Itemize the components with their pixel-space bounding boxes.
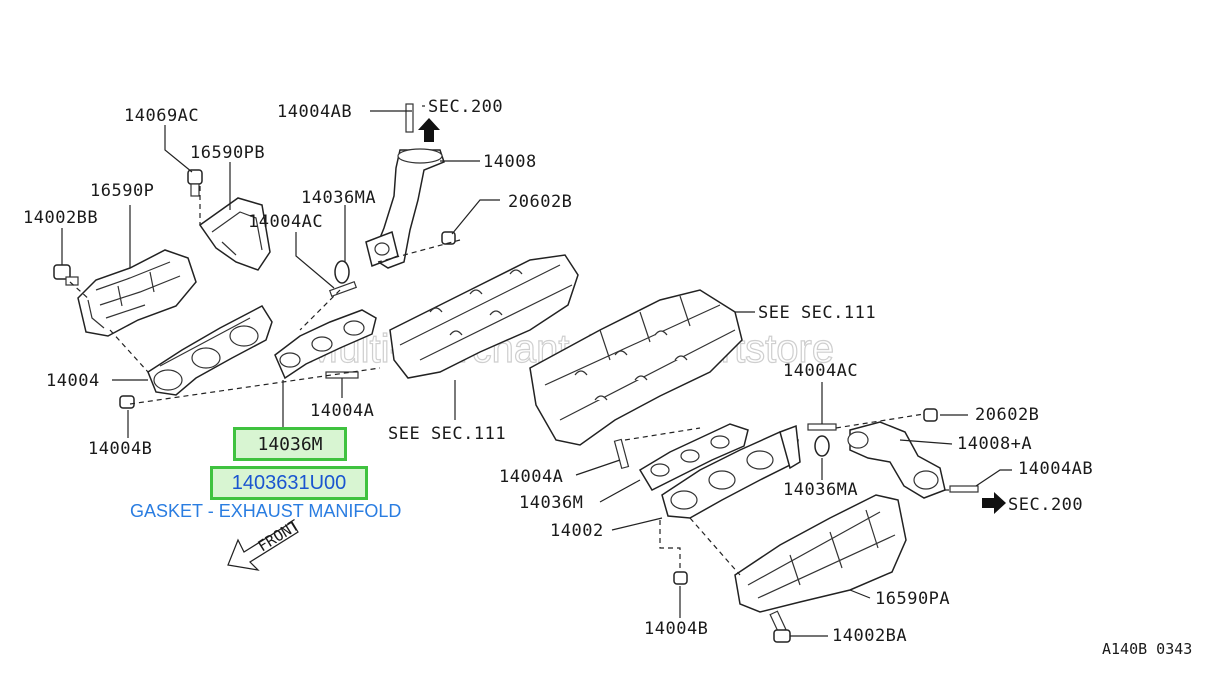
- stud-14004a-right[interactable]: [613, 438, 630, 470]
- label-14004ac-right[interactable]: 14004AC: [783, 361, 858, 381]
- label-14004b-left[interactable]: 14004B: [88, 439, 152, 459]
- label-20602b-top[interactable]: 20602B: [508, 192, 572, 212]
- front-direction-arrow: FRONT: [227, 516, 303, 571]
- exhaust-gasket-left[interactable]: [274, 309, 377, 380]
- stud-14004ac-right[interactable]: [807, 423, 837, 431]
- label-sec200-right[interactable]: SEC.200: [1008, 495, 1083, 515]
- label-14036m-right[interactable]: 14036M: [519, 493, 583, 513]
- arrow-sec200-top: [418, 118, 440, 142]
- label-14069ac[interactable]: 14069AC: [124, 106, 199, 126]
- label-sec200-top[interactable]: SEC.200: [428, 97, 503, 117]
- heat-shield-right[interactable]: [734, 494, 907, 613]
- label-14004ab-top[interactable]: 14004AB: [277, 102, 352, 122]
- label-see-sec111-mid[interactable]: SEE SEC.111: [388, 424, 506, 444]
- stud-14004ab-top[interactable]: [405, 103, 414, 133]
- label-14008a[interactable]: 14008+A: [957, 434, 1032, 454]
- label-20602b-right[interactable]: 20602B: [975, 405, 1039, 425]
- heat-shield-left[interactable]: [77, 249, 197, 337]
- label-14002bb[interactable]: 14002BB: [23, 208, 98, 228]
- label-14004a-right[interactable]: 14004A: [499, 467, 563, 487]
- stud-14004ac-left[interactable]: [328, 280, 358, 298]
- nut-20602b-top[interactable]: [441, 231, 456, 245]
- part-description: GASKET - EXHAUST MANIFOLD: [130, 501, 402, 521]
- cylinder-head-right[interactable]: [529, 289, 743, 446]
- arrow-sec200-right: [982, 492, 1006, 514]
- leader-lines-left: [61, 105, 755, 438]
- exhaust-manifold-right[interactable]: [661, 424, 801, 519]
- label-16590p[interactable]: 16590P: [90, 181, 154, 201]
- label-14002ba[interactable]: 14002BA: [832, 626, 907, 646]
- front-label: FRONT: [255, 516, 303, 555]
- label-16590pb[interactable]: 16590PB: [190, 143, 265, 163]
- bolt-14002ba[interactable]: [769, 610, 791, 643]
- highlighted-part-code[interactable]: 14036M: [233, 427, 347, 461]
- label-14004ac-left[interactable]: 14004AC: [248, 212, 323, 232]
- leader-lines-right: [575, 382, 1012, 637]
- label-14036ma-top[interactable]: 14036MA: [301, 188, 376, 208]
- bracket-16590pb[interactable]: [198, 197, 271, 271]
- exhaust-gasket-right[interactable]: [638, 423, 749, 491]
- diagram-code: A140B 0343: [1102, 640, 1192, 658]
- label-14036ma-right[interactable]: 14036MA: [783, 480, 858, 500]
- highlighted-part-number[interactable]: 1403631U00: [210, 466, 368, 500]
- bolt-14002bb[interactable]: [53, 264, 79, 286]
- label-16590pa[interactable]: 16590PA: [875, 589, 950, 609]
- label-see-sec111-right[interactable]: SEE SEC.111: [758, 303, 876, 323]
- exhaust-front-pipe-top[interactable]: [365, 148, 445, 269]
- label-14004a-left[interactable]: 14004A: [310, 401, 374, 421]
- cylinder-head-left[interactable]: [389, 254, 579, 379]
- exhaust-front-pipe-right[interactable]: [847, 421, 946, 499]
- bolt-14069ac[interactable]: [187, 169, 203, 197]
- label-14004b-bottom[interactable]: 14004B: [644, 619, 708, 639]
- label-14008[interactable]: 14008: [483, 152, 537, 172]
- exhaust-manifold-left[interactable]: [147, 305, 273, 396]
- label-14004-left[interactable]: 14004: [46, 371, 100, 391]
- nut-20602b-right[interactable]: [923, 408, 938, 422]
- gasket-14036ma-right[interactable]: [814, 435, 830, 457]
- label-14004ab-right[interactable]: 14004AB: [1018, 459, 1093, 479]
- gasket-14036ma-top[interactable]: [334, 260, 350, 284]
- nut-14004b-bottom[interactable]: [673, 571, 688, 585]
- stud-14004ab-right[interactable]: [949, 485, 979, 493]
- nut-14004b-left[interactable]: [119, 395, 135, 409]
- label-14002[interactable]: 14002: [550, 521, 604, 541]
